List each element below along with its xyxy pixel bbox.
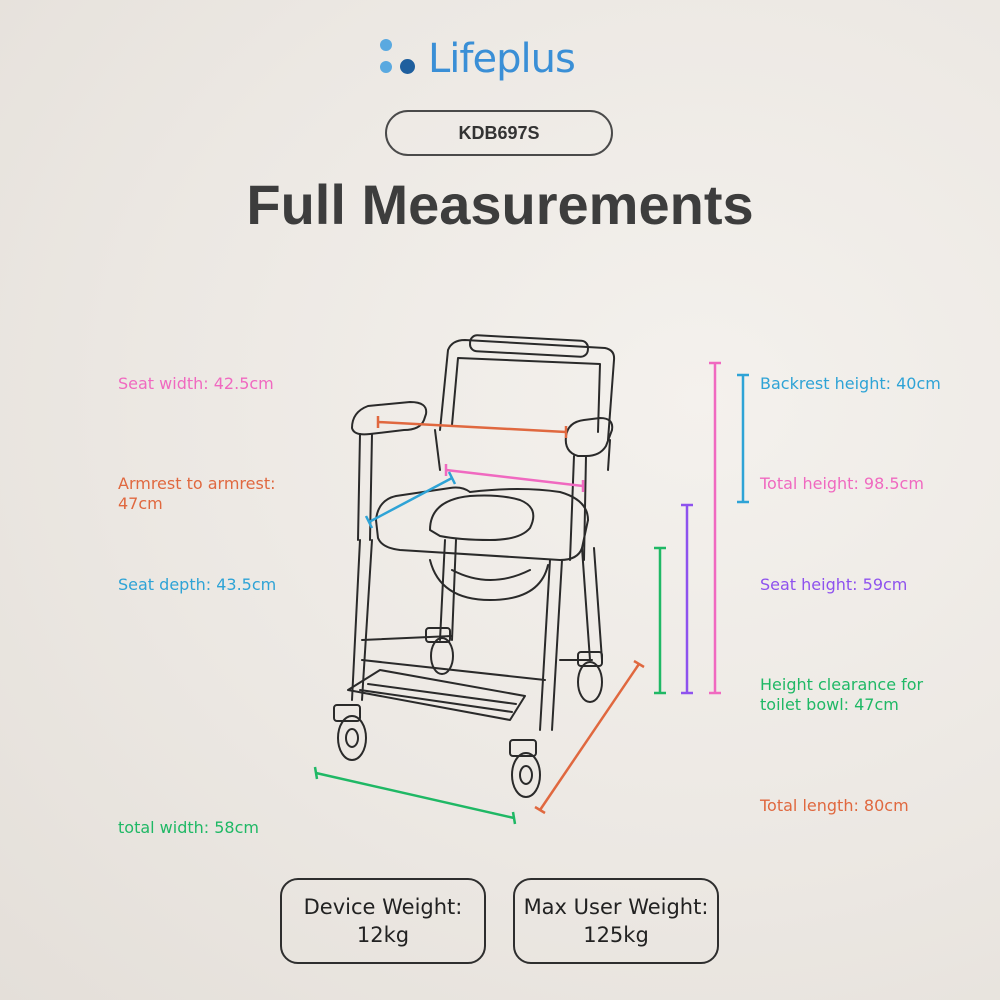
backrest-height-measure-line — [737, 373, 749, 504]
clearance-measure-line — [654, 546, 666, 695]
seat-width-label: Seat width: 42.5cm — [118, 374, 274, 393]
seat-depth-label: Seat depth: 43.5cm — [118, 575, 277, 594]
max-user-weight-box: Max User Weight: 125kg — [513, 878, 719, 964]
device-weight-box: Device Weight: 12kg — [280, 878, 486, 964]
seat-width-measure-line — [444, 464, 585, 492]
dots-logo-icon — [378, 37, 424, 81]
total-width-measure-line — [313, 766, 517, 825]
total-length-label: Total length: 80cm — [760, 796, 909, 815]
commode-chair-illustration — [333, 334, 616, 798]
armrest-label: Armrest to armrest: 47cm — [118, 474, 276, 513]
total-height-measure-line — [709, 361, 721, 695]
device-weight-label: Device Weight: — [303, 895, 463, 919]
total-height-label: Total height: 98.5cm — [760, 474, 924, 493]
max-user-weight-label: Max User Weight: — [523, 895, 709, 919]
clearance-label: Height clearance for toilet bowl: 47cm — [760, 675, 924, 714]
seat-depth-measure-line — [364, 471, 457, 529]
brand-name: Lifeplus — [428, 36, 576, 82]
model-badge: KDB697S — [385, 110, 613, 156]
page-title: Full Measurements — [246, 173, 754, 236]
brand-logo: Lifeplus — [378, 36, 576, 82]
seat-height-measure-line — [681, 503, 693, 695]
seat-height-label: Seat height: 59cm — [760, 575, 908, 594]
backrest-height-label: Backrest height: 40cm — [760, 374, 941, 393]
armrest-measure-line — [376, 416, 568, 438]
device-weight-value: 12kg — [356, 923, 410, 947]
total-width-label: total width: 58cm — [118, 818, 259, 837]
total-length-measure-line — [534, 659, 645, 815]
max-user-weight-value: 125kg — [583, 923, 649, 947]
